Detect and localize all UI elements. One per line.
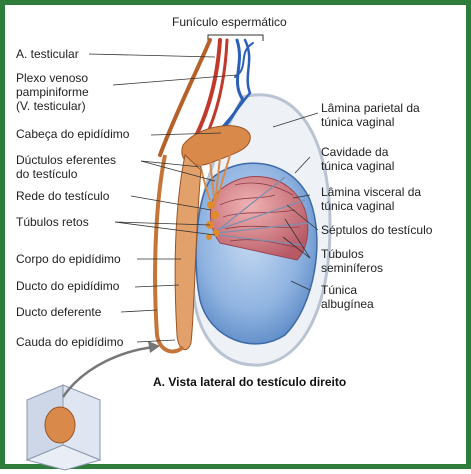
- label-ductulos-1: Dúctulos eferentes: [16, 153, 117, 167]
- label-rede: Rede do testículo: [16, 189, 110, 203]
- label-visceral-1: Lâmina visceral da: [321, 185, 422, 199]
- orientation-inset: [25, 384, 102, 471]
- label-albuginea-2: albugínea: [321, 297, 374, 311]
- label-tubulos-retos: Túbulos retos: [16, 215, 89, 229]
- testis-illustration: [25, 34, 332, 471]
- label-septulos: Séptulos do testículo: [321, 223, 433, 237]
- label-seminiferos-1: Túbulos: [321, 247, 364, 261]
- label-plexo-2: pampiniforme: [16, 85, 89, 99]
- label-albuginea-1: Túnica: [321, 283, 358, 297]
- label-ducto-epididimo: Ducto do epidídimo: [16, 279, 120, 293]
- vas-deferens: [153, 154, 185, 354]
- label-a-testicular: A. testicular: [16, 47, 79, 61]
- epididymis-body: [174, 154, 202, 351]
- label-cauda: Cauda do epidídimo: [16, 335, 124, 349]
- label-visceral-2: túnica vaginal: [321, 199, 395, 213]
- figure-caption: A. Vista lateral do testículo direito: [153, 375, 347, 389]
- funiculus-bracket: [207, 34, 264, 41]
- label-cavidade-1: Cavidade da: [321, 145, 389, 159]
- label-seminiferos-2: seminíferos: [321, 261, 384, 275]
- label-parietal-1: Lâmina parietal da: [321, 101, 420, 115]
- label-ducto-deferente: Ducto deferente: [16, 305, 102, 319]
- label-plexo-1: Plexo venoso: [16, 71, 89, 85]
- label-cabeca: Cabeça do epidídimo: [16, 127, 130, 141]
- label-ductulos-2: do testículo: [16, 167, 78, 181]
- inset-arrow: [61, 345, 156, 398]
- label-plexo-3: (V. testicular): [16, 99, 86, 113]
- label-parietal-2: túnica vaginal: [321, 115, 395, 129]
- vas-deferens-upper: [158, 38, 212, 157]
- label-cavidade-2: túnica vaginal: [321, 159, 395, 173]
- label-corpo: Corpo do epidídimo: [16, 252, 121, 266]
- label-funiculo: Funículo espermático: [172, 15, 287, 29]
